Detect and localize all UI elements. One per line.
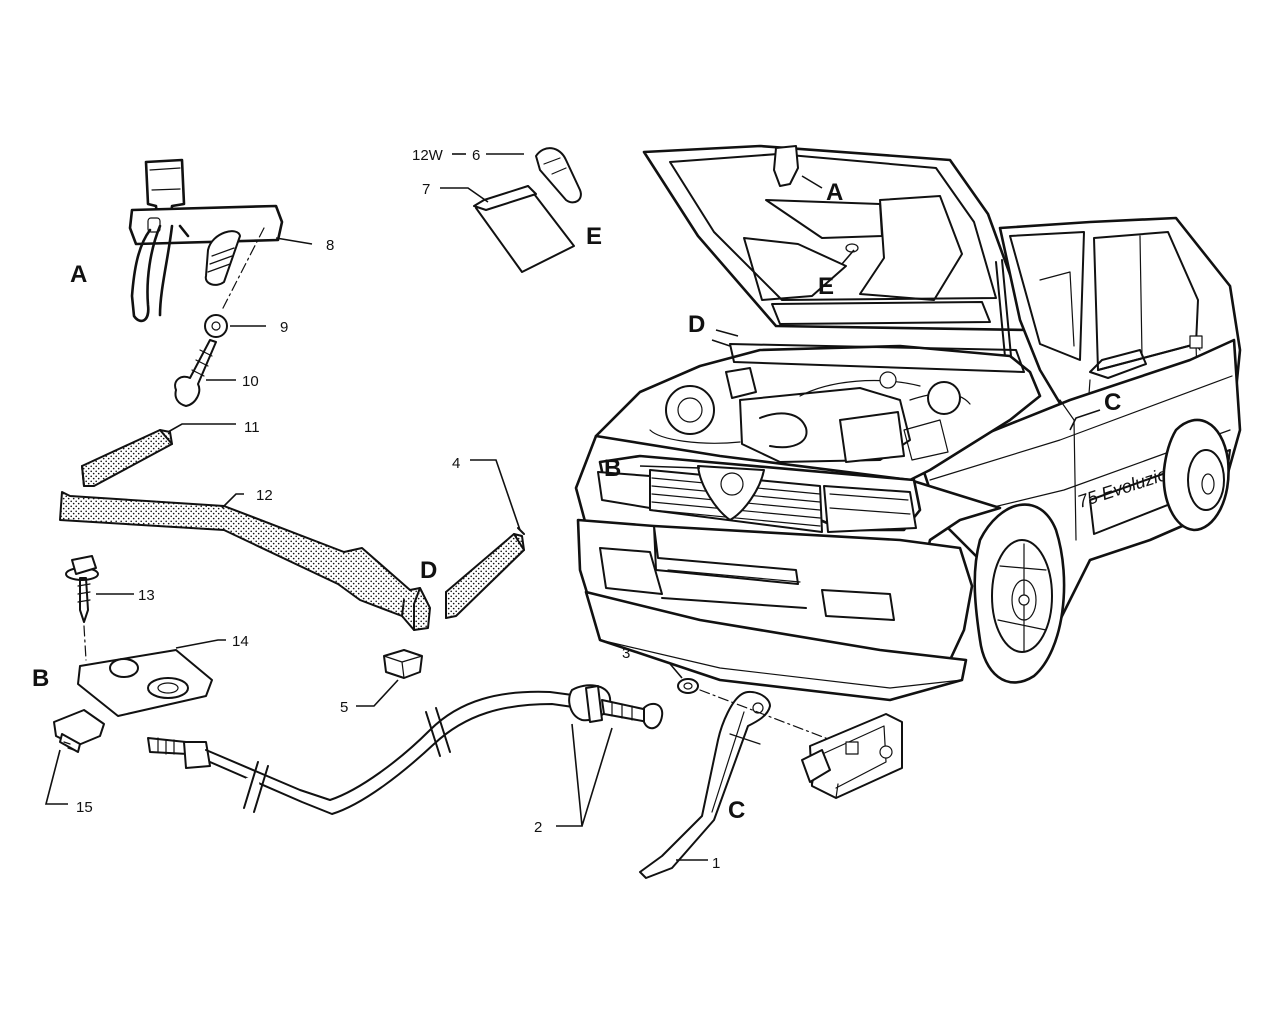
car-letter-c: C <box>1104 389 1121 416</box>
callout-13: 13 <box>138 587 155 604</box>
clip-nut-15 <box>44 709 105 805</box>
car-illustration: 75 Evoluzione <box>574 144 1242 702</box>
section-letter-a: A <box>70 261 87 288</box>
callout-2: 2 <box>534 819 542 836</box>
callout-14: 14 <box>232 633 249 650</box>
callout-9: 9 <box>280 319 288 336</box>
car-letter-b: B <box>604 455 621 482</box>
callout-labels: 1 2 3 4 5 6 7 8 9 10 11 12 13 14 15 12W <box>76 147 720 872</box>
callout-4: 4 <box>452 455 460 472</box>
car-letter-e: E <box>818 273 834 300</box>
lock-plate-14 <box>77 639 226 717</box>
callout-10: 10 <box>242 373 259 390</box>
hood-release-lever-assembly <box>128 158 313 407</box>
callout-3: 3 <box>622 645 630 662</box>
screw-13 <box>65 555 134 661</box>
lamp-lens-7 <box>440 185 575 273</box>
bonnet-seal-strip-12 <box>59 491 431 631</box>
bonnet-prop-rod-1 <box>639 689 837 879</box>
callout-5: 5 <box>340 699 348 716</box>
front-seal-strip-11 <box>81 423 236 487</box>
engine-detail <box>649 367 971 463</box>
seal-strip-4 <box>445 459 525 619</box>
callout-1: 1 <box>712 855 720 872</box>
car-letter-a: A <box>826 179 843 206</box>
prop-rod-bracket <box>801 713 903 799</box>
rubber-buffer-5 <box>356 649 423 707</box>
section-letter-c: C <box>728 797 745 824</box>
callout-8: 8 <box>326 237 334 254</box>
bulb-6 <box>452 147 582 204</box>
section-letter-d: D <box>420 557 437 584</box>
wattage-label: 12W <box>412 147 444 164</box>
section-letter-e: E <box>586 223 602 250</box>
callout-7: 7 <box>422 181 430 198</box>
callout-6: 6 <box>472 147 480 164</box>
callout-11: 11 <box>244 419 260 436</box>
callout-12: 12 <box>256 487 273 504</box>
section-letters: A B C D E A E D C B <box>32 179 1121 824</box>
car-letter-d: D <box>688 311 705 338</box>
callout-15: 15 <box>76 799 93 816</box>
section-letter-b: B <box>32 665 49 692</box>
release-cable-2 <box>147 684 664 827</box>
